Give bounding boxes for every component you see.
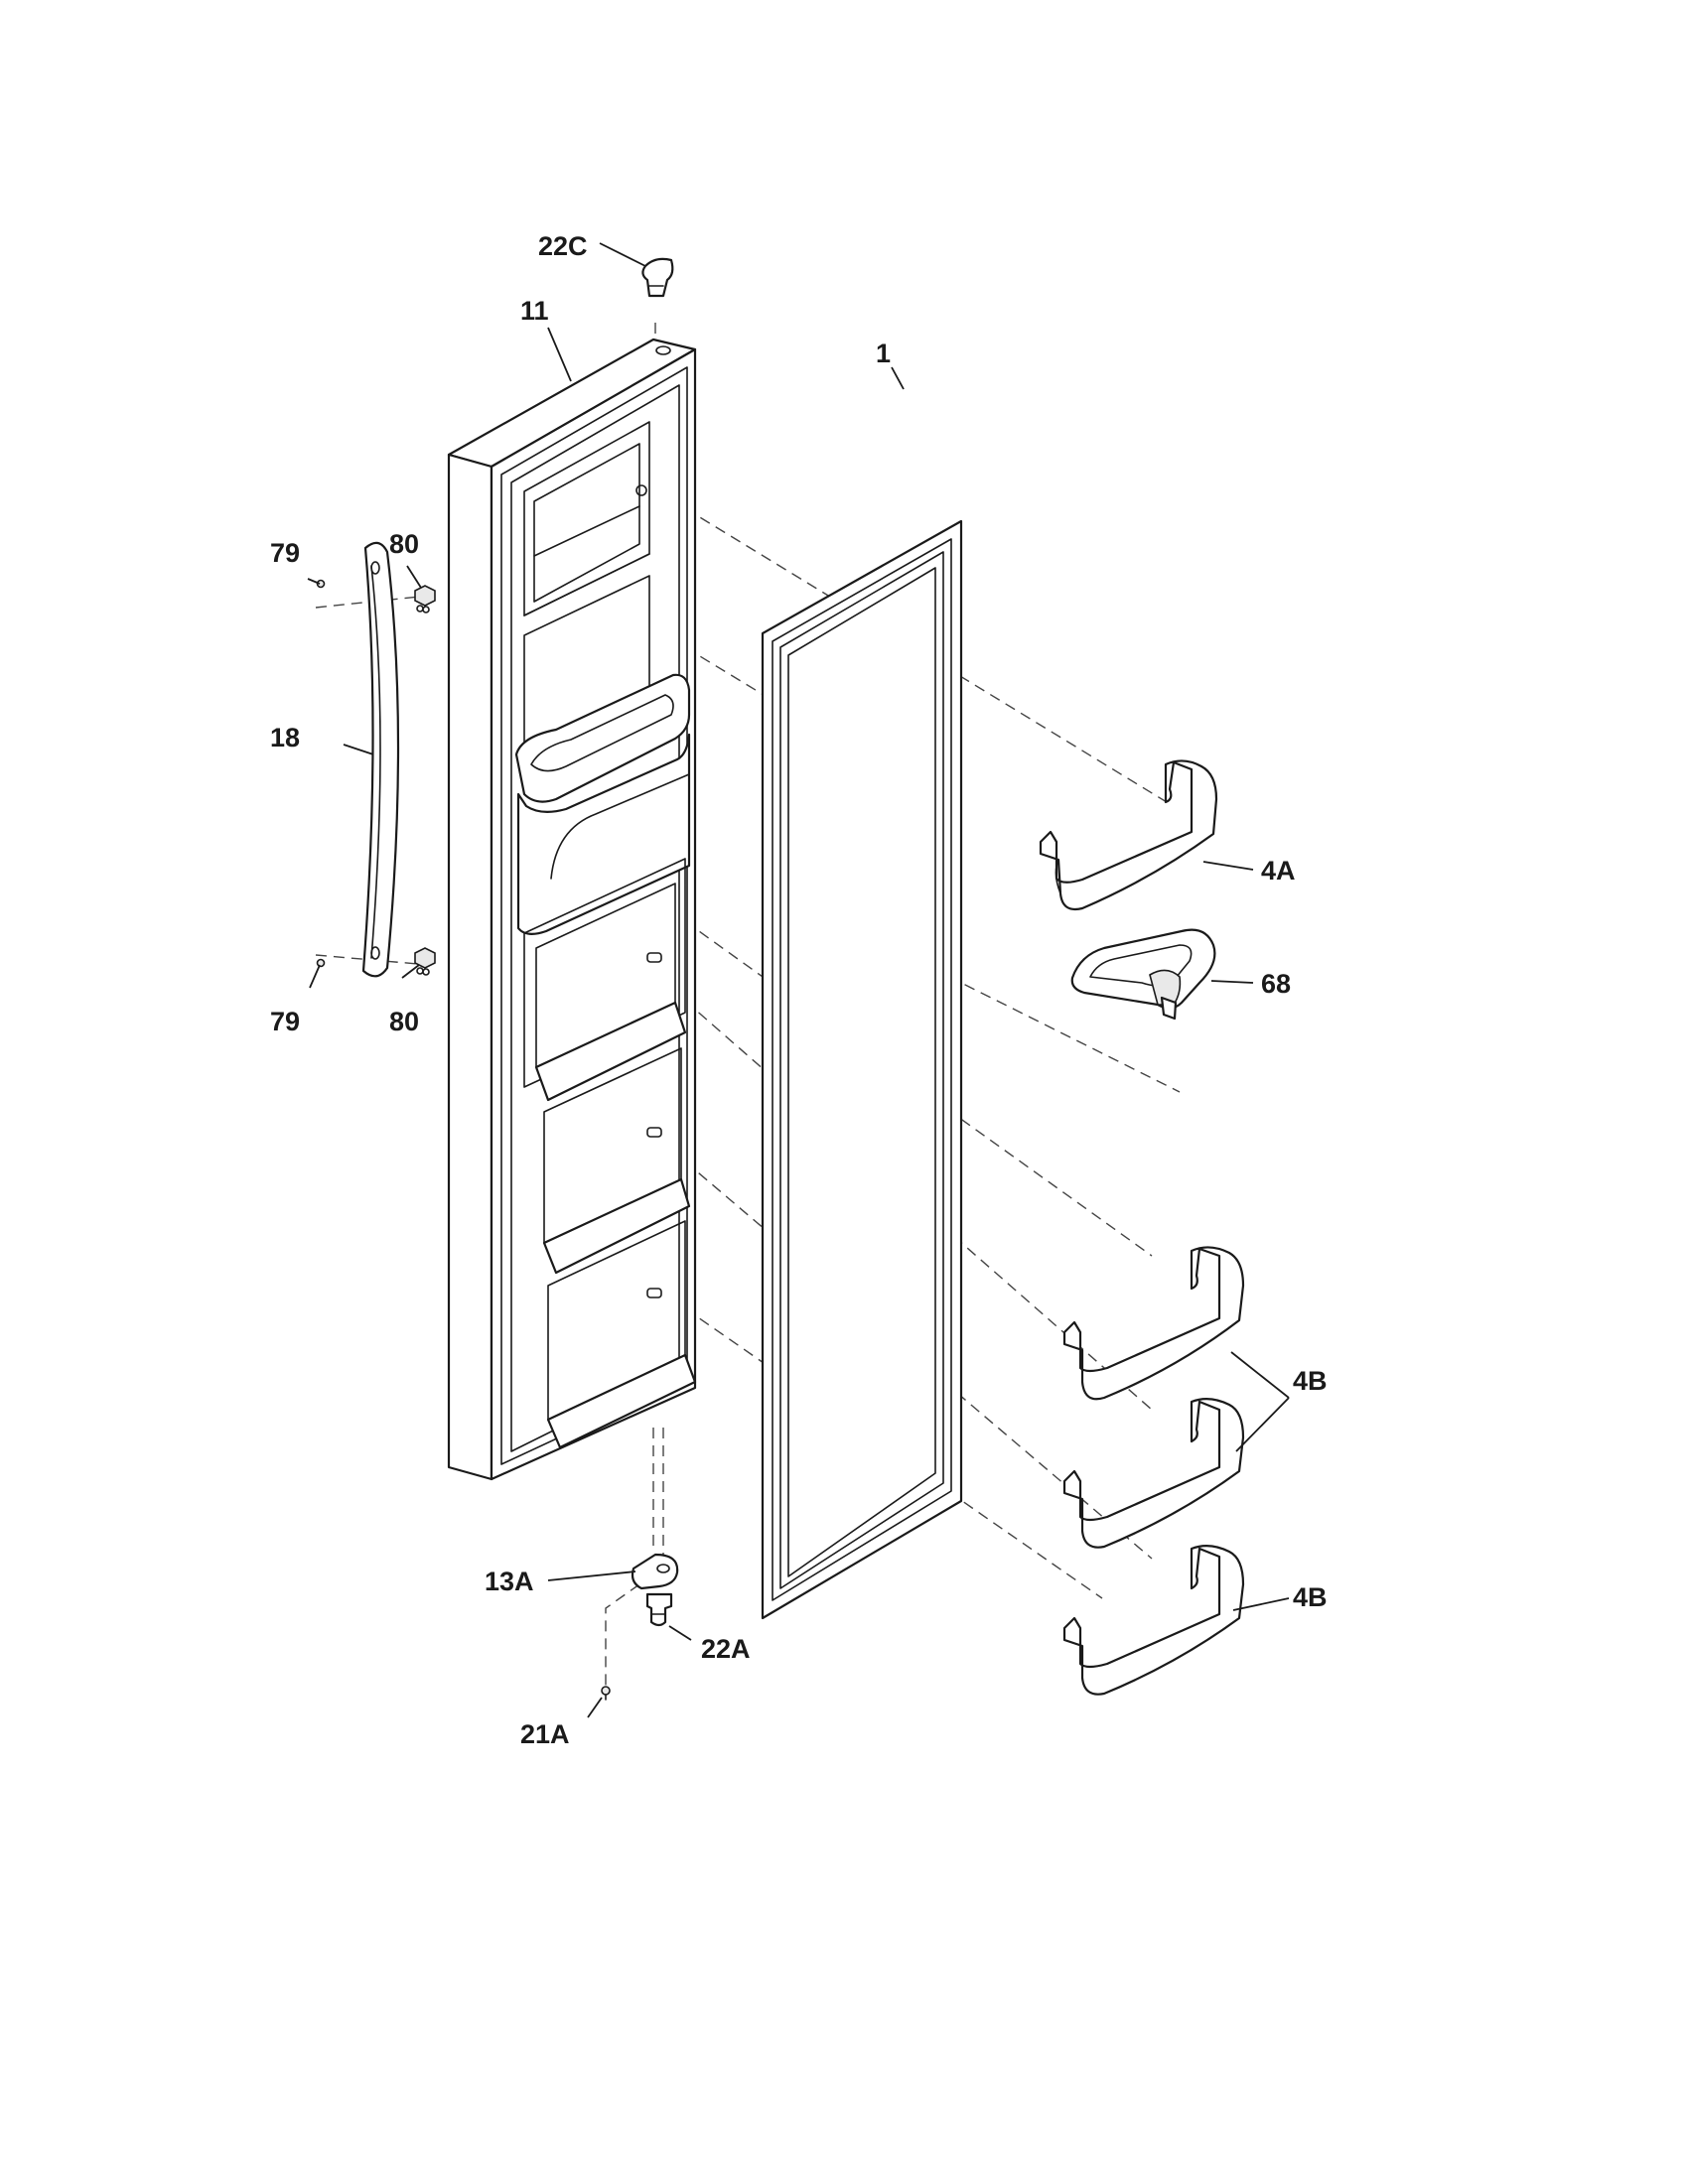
door-bin-4a [1039, 759, 1218, 911]
callout-13A: 13A [485, 1567, 534, 1596]
hinge-screw [601, 1686, 611, 1701]
callout-labels: 22C 11 1 79 80 18 79 80 4A 68 4B 4B 13A … [270, 231, 1328, 1749]
callout-4B-pair: 4B [1293, 1366, 1328, 1396]
callout-22C: 22C [538, 231, 588, 261]
callout-80-top: 80 [389, 529, 419, 559]
callout-79-bottom: 79 [270, 1007, 300, 1036]
shelf-pegs [646, 952, 662, 1298]
callout-4B-single: 4B [1293, 1582, 1328, 1612]
lower-hinge-pin [645, 1592, 673, 1627]
lower-hinge-bracket [631, 1553, 679, 1590]
callout-80-bottom: 80 [389, 1007, 419, 1036]
callout-1: 1 [876, 339, 891, 368]
top-hinge-bushing [641, 257, 674, 298]
leader-lines [307, 242, 1290, 1718]
door-bin-4b-upper [1062, 1246, 1245, 1401]
door-handle [361, 541, 400, 978]
door-bin-4b-lower [1062, 1545, 1245, 1696]
callout-68: 68 [1261, 969, 1291, 999]
ice-bucket-funnel-68 [1070, 928, 1216, 1021]
handle-screws [316, 579, 436, 976]
alignment-lines [315, 323, 1181, 1688]
callout-4A: 4A [1261, 856, 1296, 886]
door-gasket [761, 519, 963, 1620]
callout-21A: 21A [520, 1719, 570, 1749]
fresh-food-door [447, 338, 697, 1481]
callout-18: 18 [270, 723, 300, 752]
callout-11: 11 [520, 296, 549, 326]
callout-79-top: 79 [270, 538, 300, 568]
door-bin-4b-middle [1062, 1398, 1245, 1549]
callout-22A: 22A [701, 1634, 751, 1664]
